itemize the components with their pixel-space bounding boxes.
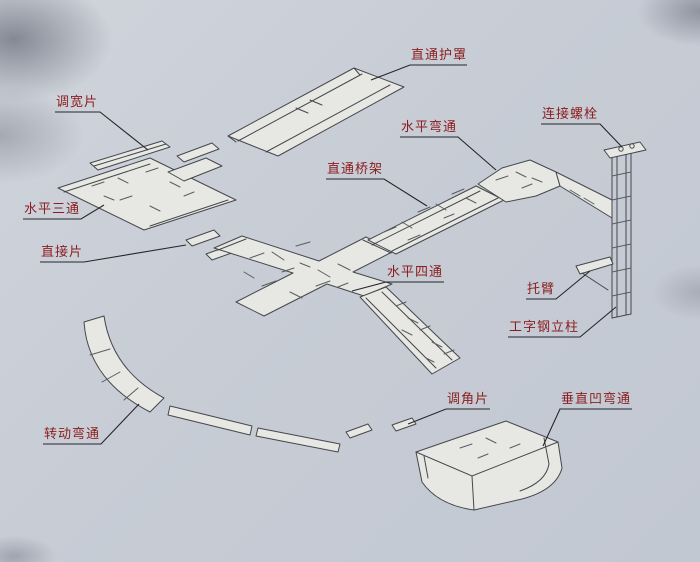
part-straight-tray [367, 185, 505, 255]
label-connector-plate: 直接片 [41, 245, 84, 260]
label-bracket-arm: 托臂 [527, 282, 556, 297]
part-width-adjust-strips [89, 140, 220, 171]
label-vertical-concave-bend: 垂直凹弯通 [561, 392, 632, 407]
label-ibeam-column: 工字钢立柱 [509, 320, 580, 335]
part-straight-cover [227, 67, 405, 157]
part-bottom-strips [167, 405, 341, 453]
part-angle-adjust-pieces [345, 417, 417, 439]
label-width-adjust: 调宽片 [56, 95, 99, 110]
label-connect-bolt: 连接螺栓 [542, 107, 599, 122]
part-vertical-concave-bend [415, 420, 563, 511]
label-horizontal-cross: 水平四通 [387, 265, 444, 280]
label-horizontal-bend: 水平弯通 [401, 120, 458, 135]
part-horizontal-tee [57, 157, 237, 231]
label-horizontal-tee: 水平三通 [24, 202, 81, 217]
leader-lines [23, 64, 632, 447]
part-horizontal-cross [213, 235, 395, 317]
label-straight-tray: 直通桥架 [327, 162, 384, 177]
part-rotating-bend [83, 315, 165, 413]
label-rotating-bend: 转动弯通 [44, 427, 101, 442]
part-lower-tray-run [359, 286, 461, 375]
label-straight-cover: 直通护罩 [411, 48, 468, 63]
part-horizontal-bend [477, 159, 613, 219]
part-ibeam-column [603, 141, 647, 319]
label-angle-adjust: 调角片 [447, 392, 490, 407]
part-bracket-arm [575, 256, 614, 291]
